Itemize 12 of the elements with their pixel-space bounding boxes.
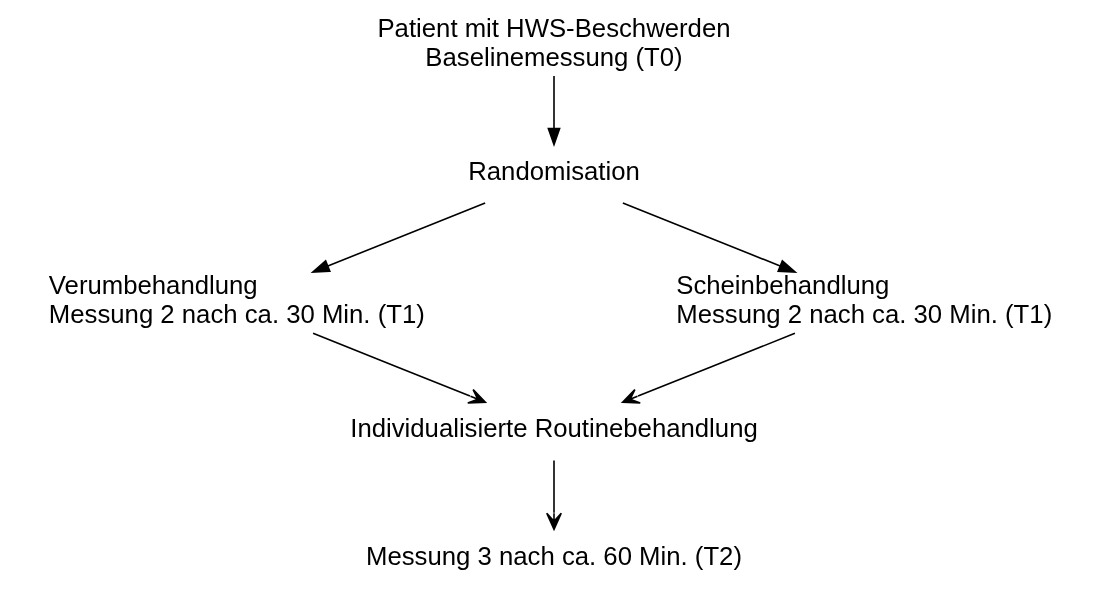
arrow [547, 75, 561, 148]
node-text: Randomisation [468, 157, 640, 186]
arrow [622, 202, 798, 273]
arrow [545, 459, 563, 531]
arrow [312, 332, 487, 404]
node-text: Individualisierte Routinebehandlung [350, 414, 758, 443]
node-text: Scheinbehandlung Messung 2 nach ca. 30 Min. (T1) [676, 271, 1053, 329]
arrow [310, 202, 486, 273]
node-text: Verumbehandlung Messung 2 nach ca. 30 Min. (T1) [48, 271, 425, 329]
node-text: Patient mit HWS-Beschwerden Baselinemessung (T0) [377, 13, 731, 71]
arrow [621, 332, 796, 404]
node-text: Messung 3 nach ca. 60 Min. (T2) [366, 541, 742, 570]
